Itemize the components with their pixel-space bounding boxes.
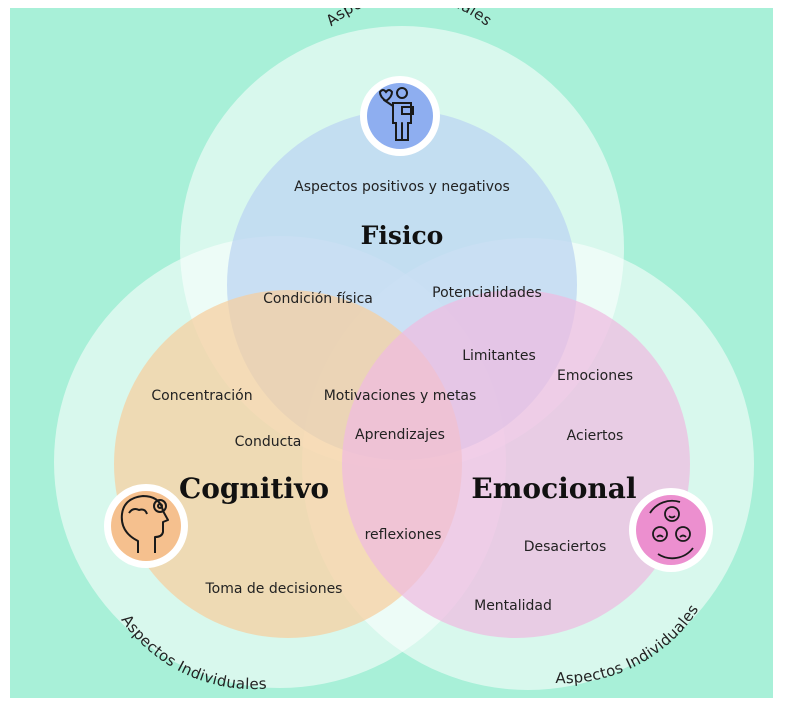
label-positivos: Aspectos positivos y negativos xyxy=(294,179,510,195)
heading-emocional: Emocional xyxy=(471,472,636,505)
venn-diagram: Aspectos Individuales Aspectos Individua… xyxy=(54,8,754,693)
label-concentracion: Concentración xyxy=(151,388,252,404)
circle-emocional xyxy=(342,290,690,638)
heading-fisico: Fisico xyxy=(361,221,444,250)
label-desaciertos: Desaciertos xyxy=(524,539,607,555)
label-limitantes: Limitantes xyxy=(462,348,536,364)
label-motivaciones: Motivaciones y metas xyxy=(324,388,477,404)
label-aprendizajes: Aprendizajes xyxy=(355,427,445,443)
label-condicion: Condición física xyxy=(263,291,373,307)
label-conducta: Conducta xyxy=(235,434,302,450)
label-emociones: Emociones xyxy=(557,368,633,384)
head-gear-icon xyxy=(104,484,188,568)
label-potencialidades: Potencialidades xyxy=(432,285,542,301)
emotions-cycle-icon xyxy=(629,488,713,572)
label-decisiones: Toma de decisiones xyxy=(205,581,343,597)
label-aciertos: Aciertos xyxy=(567,428,624,444)
label-reflexiones: reflexiones xyxy=(365,527,442,543)
person-health-icon xyxy=(360,76,440,156)
venn-diagram-canvas: Aspectos Individuales Aspectos Individua… xyxy=(10,8,773,698)
label-mentalidad: Mentalidad xyxy=(474,598,552,614)
heading-cognitivo: Cognitivo xyxy=(179,472,329,505)
